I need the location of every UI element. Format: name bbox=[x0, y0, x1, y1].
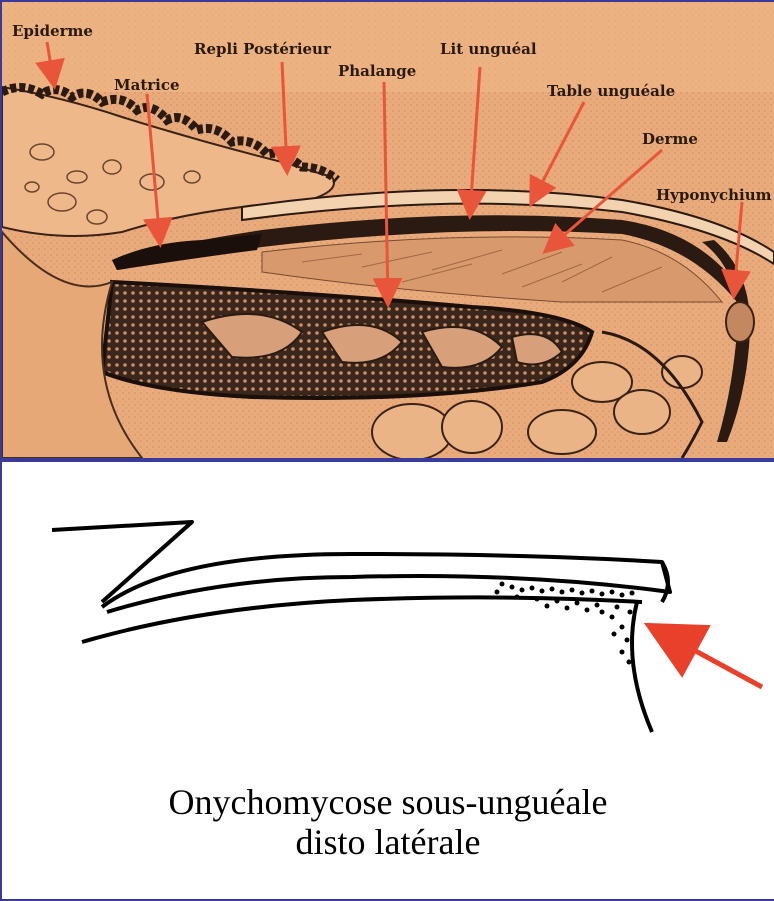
schema-arrow bbox=[657, 630, 762, 687]
histology-panel: Epiderme Matrice Repli Postérieur Phalan… bbox=[2, 2, 774, 458]
histology-illustration: Epiderme Matrice Repli Postérieur Phalan… bbox=[2, 2, 774, 458]
caption-line-2: disto latérale bbox=[2, 822, 774, 862]
label-hyponychium: Hyponychium bbox=[656, 186, 772, 204]
caption-line-1: Onychomycose sous-unguéale bbox=[2, 782, 774, 822]
label-phalange: Phalange bbox=[338, 62, 416, 80]
schema-nail-under bbox=[82, 597, 642, 642]
nail-schema-drawing bbox=[2, 462, 774, 782]
schema-nail-top bbox=[102, 554, 670, 612]
infected-zone bbox=[495, 582, 635, 665]
label-repli: Repli Postérieur bbox=[194, 40, 332, 58]
schema-panel: Onychomycose sous-unguéale disto latéral… bbox=[2, 462, 774, 899]
label-matrice: Matrice bbox=[114, 76, 180, 94]
label-table: Table unguéale bbox=[547, 82, 675, 100]
schema-nail-fold bbox=[52, 522, 192, 602]
label-derme: Derme bbox=[642, 130, 698, 148]
label-epiderme: Epiderme bbox=[12, 22, 93, 40]
schema-nail-tip bbox=[662, 562, 668, 602]
label-lit: Lit unguéal bbox=[440, 40, 537, 58]
schema-hyponychium-curve bbox=[632, 602, 652, 732]
